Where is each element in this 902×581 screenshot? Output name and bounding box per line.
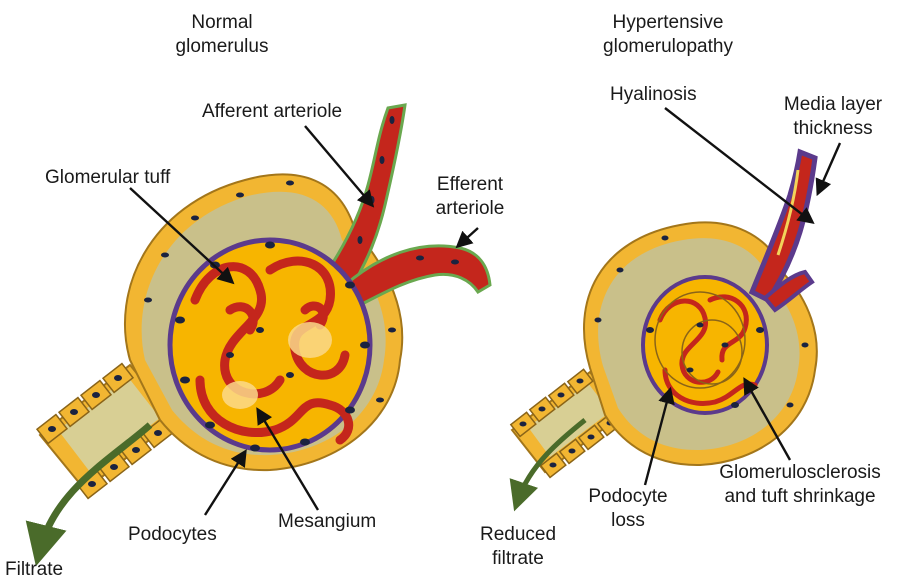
left-panel-title: Normal glomerulus	[176, 12, 269, 57]
label-efferent-line2: arteriole	[436, 198, 505, 219]
label-hyalinosis: Hyalinosis	[610, 84, 697, 105]
label-media-line2: thickness	[793, 118, 872, 139]
label-mesangium: Mesangium	[278, 511, 376, 532]
label-media-line1: Media layer	[784, 94, 883, 115]
right-panel-title: Hypertensive glomerulopathy	[603, 12, 733, 57]
left-title-line1: Normal	[191, 12, 252, 33]
hypertensive-glomerulus-illustration	[511, 152, 817, 500]
label-podocyte-loss-line1: Podocyte	[588, 486, 667, 507]
label-efferent-line1: Efferent	[437, 174, 504, 195]
label-podocytes: Podocytes	[128, 524, 217, 545]
right-title-line2: glomerulopathy	[603, 36, 733, 57]
label-sclerosis-line2: and tuft shrinkage	[724, 486, 875, 507]
label-afferent-arteriole: Afferent arteriole	[202, 101, 342, 122]
label-glomerular-tuft: Glomerular tuff	[45, 167, 171, 188]
label-reduced-line1: Reduced	[480, 524, 556, 545]
label-sclerosis-line1: Glomerulosclerosis	[719, 462, 881, 483]
right-title-line1: Hypertensive	[613, 12, 724, 33]
glomerular-tuft-right	[643, 277, 767, 413]
label-reduced-line2: filtrate	[492, 548, 544, 569]
label-filtrate: Filtrate	[5, 559, 63, 580]
label-podocyte-loss-line2: loss	[611, 510, 645, 531]
left-title-line2: glomerulus	[176, 36, 269, 57]
